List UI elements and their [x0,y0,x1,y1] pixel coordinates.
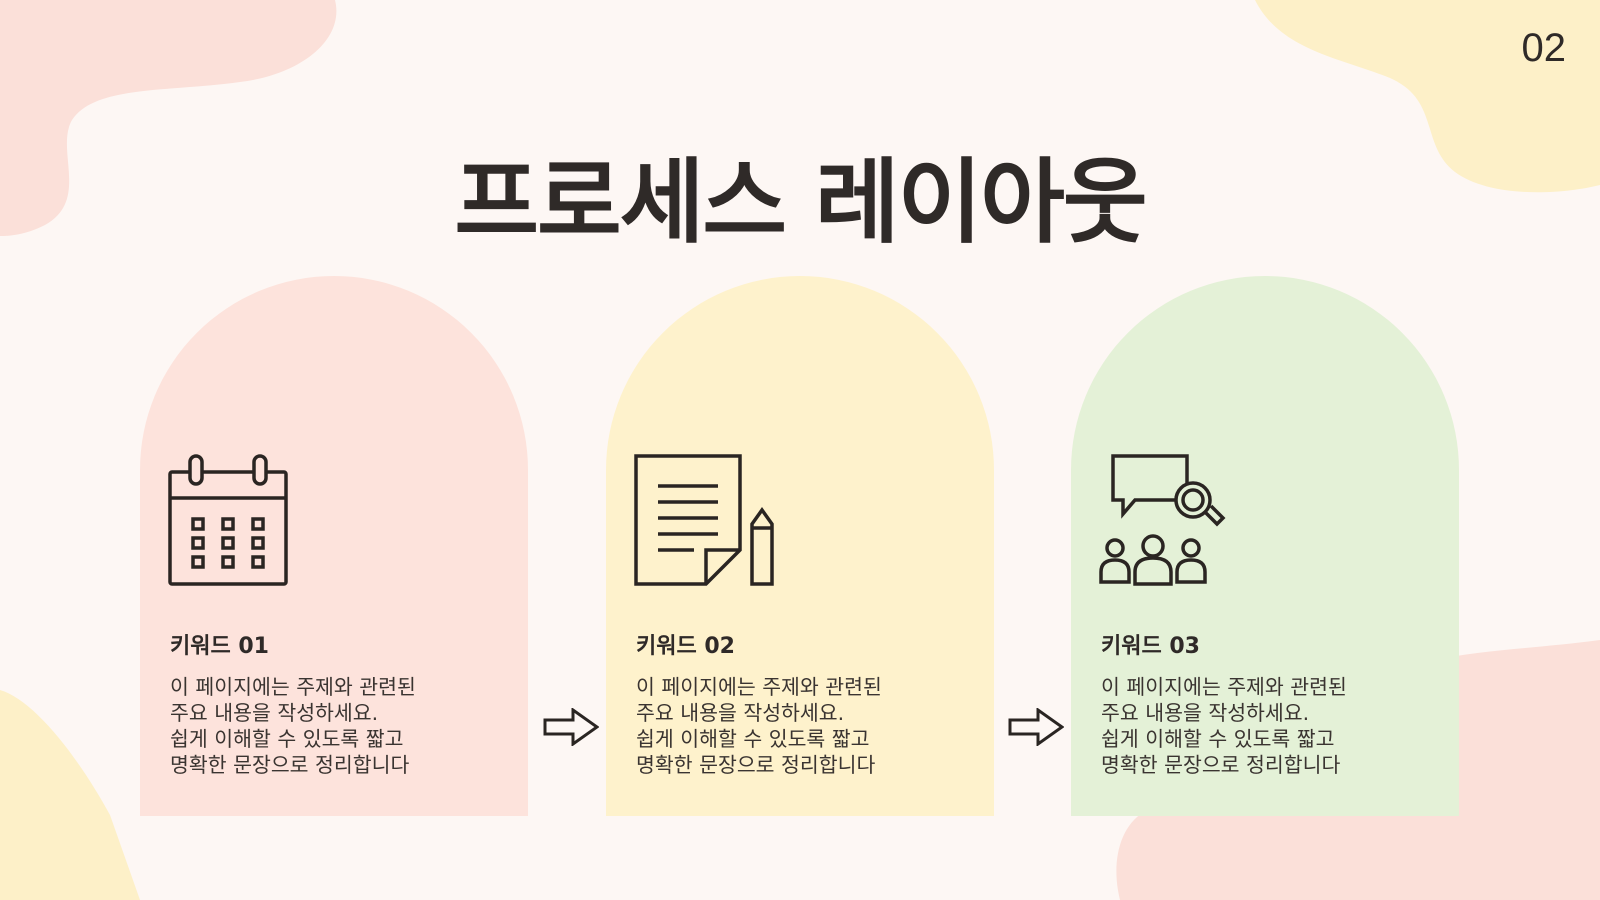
description-line: 이 페이지에는 주제와 관련된 [1101,675,1347,699]
card-description: 이 페이지에는 주제와 관련된 주요 내용을 작성하세요. 쉽게 이해할 수 있… [636,674,986,778]
document-pencil-icon [634,454,780,592]
blob-bottom-left [0,690,140,900]
page-number: 02 [1521,26,1567,70]
arrow-right-icon [543,707,600,750]
card-keyword: 키워드 02 [636,634,735,659]
blob-top-right [1255,0,1600,193]
card-description: 이 페이지에는 주제와 관련된 주요 내용을 작성하세요. 쉽게 이해할 수 있… [170,674,520,778]
description-line: 주요 내용을 작성하세요. [1101,701,1310,725]
process-card-2: 키워드 02 이 페이지에는 주제와 관련된 주요 내용을 작성하세요. 쉽게 … [606,276,994,816]
page-title: 프로세스 레이아웃 [454,149,1147,256]
description-line: 명확한 문장으로 정리합니다 [170,753,410,777]
blob-top-left [0,0,337,236]
description-line: 주요 내용을 작성하세요. [636,701,845,725]
description-line: 이 페이지에는 주제와 관련된 [170,675,416,699]
description-line: 이 페이지에는 주제와 관련된 [636,675,882,699]
discussion-search-icon [1099,454,1229,592]
card-keyword: 키워드 03 [1101,634,1200,659]
description-line: 쉽게 이해할 수 있도록 짧고 [1101,727,1335,751]
description-line: 명확한 문장으로 정리합니다 [1101,753,1341,777]
process-card-3: 키워드 03 이 페이지에는 주제와 관련된 주요 내용을 작성하세요. 쉽게 … [1071,276,1459,816]
arrow-right-icon [1008,707,1065,750]
description-line: 쉽게 이해할 수 있도록 짧고 [170,727,404,751]
blob-bottom-right [1116,640,1600,900]
process-card-1: 키워드 01 이 페이지에는 주제와 관련된 주요 내용을 작성하세요. 쉽게 … [140,276,528,816]
calendar-icon [168,454,292,590]
description-line: 쉽게 이해할 수 있도록 짧고 [636,727,870,751]
description-line: 주요 내용을 작성하세요. [170,701,379,725]
description-line: 명확한 문장으로 정리합니다 [636,753,876,777]
card-description: 이 페이지에는 주제와 관련된 주요 내용을 작성하세요. 쉽게 이해할 수 있… [1101,674,1451,778]
card-keyword: 키워드 01 [170,634,269,659]
